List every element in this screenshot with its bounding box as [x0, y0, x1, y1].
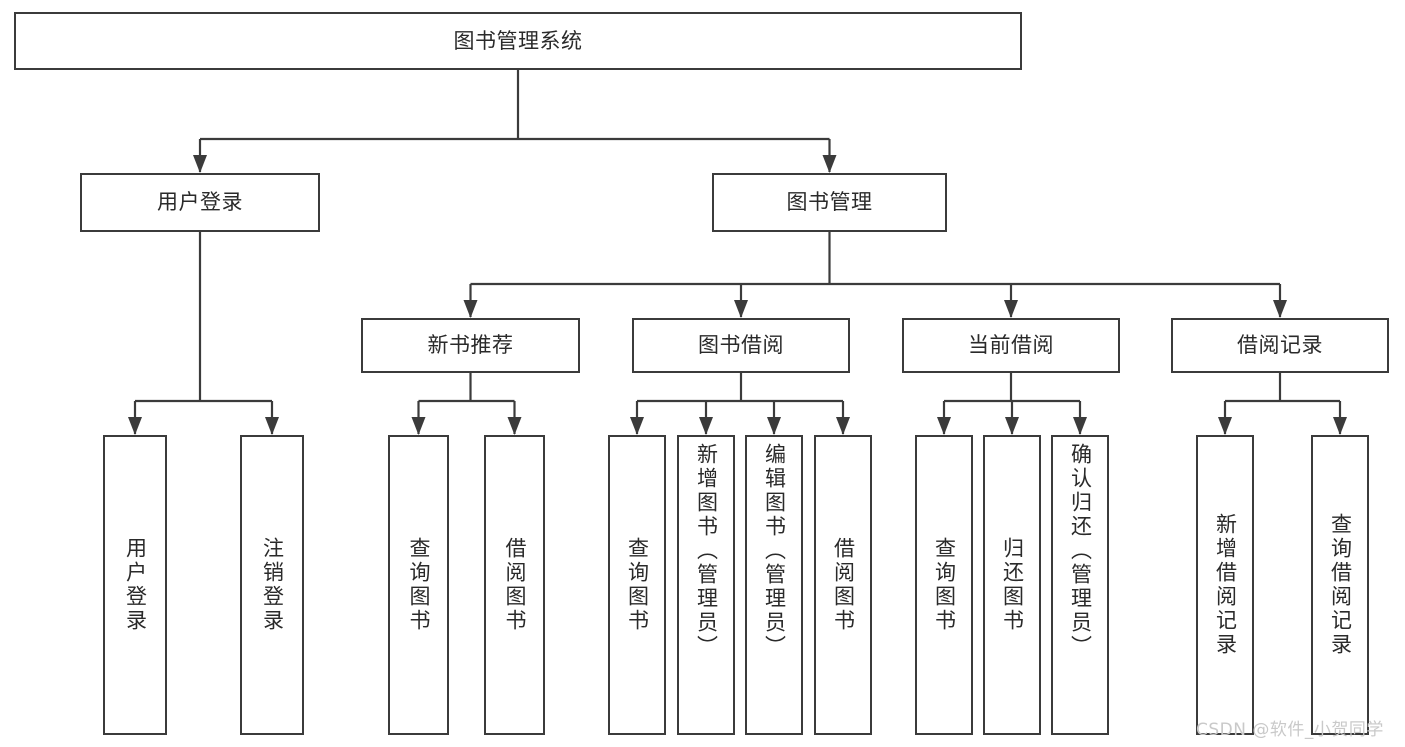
- connector-arrowhead: [193, 155, 207, 173]
- node-label: 编辑图书（管理员）: [762, 443, 787, 659]
- connector-arrowhead: [1333, 417, 1347, 435]
- node-label: 借阅图书: [503, 537, 527, 633]
- node-label: 查询借阅记录: [1328, 513, 1353, 657]
- node-label: 新增图书（管理员）: [694, 443, 719, 659]
- node-bookmgmt[interactable]: 图书管理: [712, 173, 947, 232]
- node-label: 用户登录: [123, 537, 148, 633]
- node-label: 归还图书: [1000, 537, 1025, 633]
- node-root[interactable]: 图书管理系统: [14, 12, 1022, 70]
- node-label: 借阅记录: [1237, 333, 1323, 358]
- node-label: 新增借阅记录: [1213, 513, 1238, 657]
- node-leaf-record-2[interactable]: 查询借阅记录: [1311, 435, 1369, 735]
- node-leaf-newbook-1[interactable]: 查询图书: [388, 435, 449, 735]
- connector-arrowhead: [734, 300, 748, 318]
- csdn-watermark: CSDN @软件_小贺同学: [1196, 720, 1384, 740]
- connector-arrowhead: [128, 417, 142, 435]
- connector-arrowhead: [767, 417, 781, 435]
- connector-arrowhead: [836, 417, 850, 435]
- node-borrow[interactable]: 图书借阅: [632, 318, 850, 373]
- node-label: 用户登录: [157, 190, 243, 215]
- node-leaf-login-1[interactable]: 用户登录: [103, 435, 167, 735]
- connector-arrowhead: [265, 417, 279, 435]
- node-leaf-current-1[interactable]: 查询图书: [915, 435, 973, 735]
- node-label: 图书借阅: [698, 333, 784, 358]
- connector-arrowhead: [822, 155, 837, 173]
- node-label: 查询图书: [625, 537, 650, 633]
- connector-arrowhead: [1004, 300, 1018, 318]
- node-label: 查询图书: [932, 537, 957, 633]
- node-record[interactable]: 借阅记录: [1171, 318, 1389, 373]
- connector-arrowhead: [1273, 300, 1287, 318]
- node-label: 确认归还（管理员）: [1068, 443, 1093, 659]
- connector-arrowhead: [1005, 417, 1019, 435]
- node-leaf-login-2[interactable]: 注销登录: [240, 435, 304, 735]
- node-newbook[interactable]: 新书推荐: [361, 318, 580, 373]
- connector-arrowhead: [463, 300, 478, 318]
- node-current[interactable]: 当前借阅: [902, 318, 1120, 373]
- connector-arrowhead: [630, 417, 644, 435]
- node-label: 当前借阅: [968, 333, 1054, 358]
- connector-arrowhead: [937, 417, 951, 435]
- node-leaf-borrow-2[interactable]: 新增图书（管理员）: [677, 435, 735, 735]
- node-label: 图书管理系统: [453, 28, 583, 53]
- node-label: 借阅图书: [831, 537, 856, 633]
- node-label: 注销登录: [260, 537, 285, 633]
- node-label: 图书管理: [786, 190, 873, 215]
- node-leaf-newbook-2[interactable]: 借阅图书: [484, 435, 545, 735]
- connector-arrowhead: [699, 417, 713, 435]
- connector-arrowhead: [507, 417, 522, 435]
- node-label: 查询图书: [407, 537, 431, 633]
- node-leaf-borrow-1[interactable]: 查询图书: [608, 435, 666, 735]
- connector-arrowhead: [1073, 417, 1087, 435]
- node-label: 新书推荐: [427, 333, 514, 358]
- connector-arrowhead: [411, 417, 426, 435]
- node-login[interactable]: 用户登录: [80, 173, 320, 232]
- node-leaf-current-2[interactable]: 归还图书: [983, 435, 1041, 735]
- node-leaf-borrow-4[interactable]: 借阅图书: [814, 435, 872, 735]
- node-leaf-borrow-3[interactable]: 编辑图书（管理员）: [745, 435, 803, 735]
- node-leaf-record-1[interactable]: 新增借阅记录: [1196, 435, 1254, 735]
- connector-arrowhead: [1218, 417, 1232, 435]
- node-leaf-current-3[interactable]: 确认归还（管理员）: [1051, 435, 1109, 735]
